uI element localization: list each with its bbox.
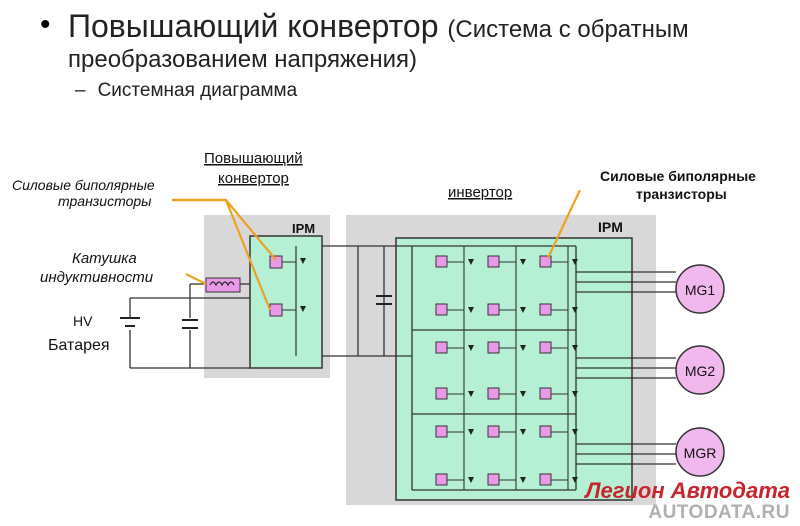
title-main: Повышающий конвертор [68, 8, 439, 44]
title-bullet: • [40, 8, 51, 41]
motor-phase-lines [576, 271, 676, 465]
ipm-left-box [249, 235, 323, 369]
left-transistors-label-2: транзисторы [58, 193, 152, 209]
title-paren: (Система с обратным [447, 16, 689, 43]
motor-mg2 [675, 345, 725, 395]
capacitor-bus [376, 295, 392, 305]
inverter-transistor-r2-c0 [435, 341, 448, 354]
right-transistors-label-1: Силовые биполярные [600, 168, 756, 184]
capacitor-left [182, 319, 198, 329]
slide-title: Повышающий конвертор (Система с обратным [68, 8, 689, 45]
ipm-left-label: IPM [292, 221, 315, 236]
watermark-line-2: AUTODATA.RU [648, 502, 790, 523]
inverter-transistor-r0-c1 [487, 255, 500, 268]
sub-dash: – [75, 80, 86, 101]
battery-symbol [120, 317, 140, 327]
inverter-transistor-r5-c2 [539, 473, 552, 486]
inverter-transistor-r3-c1 [487, 387, 500, 400]
battery-label-1: HV [73, 313, 93, 329]
boost-transistors [269, 246, 306, 356]
motor-mg2-label: MG2 [685, 363, 716, 379]
inverter-transistor-grid [435, 246, 578, 490]
transistor-boost-lower [269, 303, 283, 317]
inductor-symbol [205, 277, 241, 293]
inverter-transistor-r2-c2 [539, 341, 552, 354]
inverter-transistor-r4-c1 [487, 425, 500, 438]
inverter-label: инвертор [448, 184, 512, 201]
callout-lines [172, 189, 581, 311]
inverter-transistor-r5-c0 [435, 473, 448, 486]
sub-bullet: –Системная диаграмма [75, 80, 297, 102]
watermark-line-1: Легион Автодата [585, 478, 790, 503]
inverter-transistor-r4-c2 [539, 425, 552, 438]
inductor-label-1: Катушка [72, 250, 137, 267]
inverter-transistor-r0-c0 [435, 255, 448, 268]
title-line-2: преобразованием напряжения) [68, 46, 418, 73]
inverter-transistor-r3-c0 [435, 387, 448, 400]
boost-converter-label-2: конвертор [218, 170, 289, 187]
inverter-transistor-r3-c2 [539, 387, 552, 400]
right-transistors-label-2: транзисторы [636, 186, 727, 202]
inverter-transistor-r1-c2 [539, 303, 552, 316]
inductor-label-2: индуктивности [40, 269, 154, 286]
inverter-transistor-r4-c0 [435, 425, 448, 438]
inverter-transistor-r5-c1 [487, 473, 500, 486]
motor-mg1-label: MG1 [685, 282, 716, 298]
motor-mgr [675, 427, 725, 477]
inverter-transistor-r1-c0 [435, 303, 448, 316]
boost-converter-label-1: Повышающий [204, 150, 303, 167]
battery-label-2: Батарея [48, 337, 110, 354]
transistor-boost-upper [269, 255, 283, 269]
motor-mg1 [675, 264, 725, 314]
dc-bus [129, 245, 577, 491]
inverter-transistor-r1-c1 [487, 303, 500, 316]
inverter-transistor-r2-c1 [487, 341, 500, 354]
ipm-right-label: IPM [598, 219, 623, 235]
ipm-right-box [395, 237, 633, 501]
motor-mgr-label: MGR [684, 445, 717, 461]
sub-text: Системная диаграмма [97, 80, 298, 101]
left-transistors-label-1: Силовые биполярные [12, 177, 155, 193]
watermark-logo: Легион Автодата AUTODATA.RU [585, 480, 790, 524]
